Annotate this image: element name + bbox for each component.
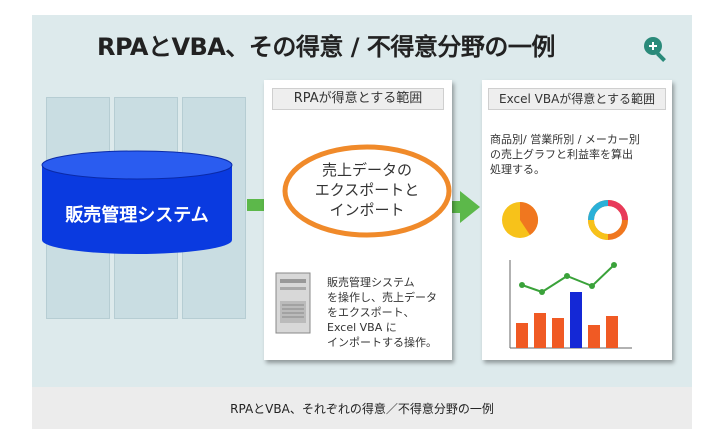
- rpa-bubble-text: 売上データの エクスポートと インポート: [287, 160, 447, 220]
- database-top: [41, 150, 233, 180]
- database-bottom: [42, 226, 232, 254]
- database-label: 販売管理システム: [65, 205, 209, 226]
- rpa-description: 販売管理システム を操作し、売上データ をエクスポート、 Excel VBA に…: [327, 275, 451, 350]
- rpa-heading: RPAが得意とする範囲: [272, 88, 444, 110]
- figure-title: RPAとVBA、その得意 / 不得意分野の一例: [97, 33, 555, 61]
- vba-description-line: 商品別/ 営業所別 / メーカー別: [490, 133, 640, 146]
- vba-heading: Excel VBAが得意とする範囲: [488, 88, 666, 110]
- bubble-line: エクスポートと: [314, 181, 420, 199]
- vba-description: 商品別/ 営業所別 / メーカー別 の売上グラフと利益率を算出 処理する。: [490, 132, 670, 177]
- zoom-in-icon[interactable]: [640, 33, 670, 63]
- vba-panel: Excel VBAが得意とする範囲 商品別/ 営業所別 / メーカー別 の売上グ…: [482, 80, 672, 360]
- server-tower-icon: [275, 272, 311, 334]
- rpa-description-line: をエクスポート、: [327, 306, 415, 319]
- figure-caption: RPAとVBA、それぞれの得意／不得意分野の一例: [230, 402, 494, 416]
- arrow-to-vba: [447, 191, 480, 223]
- rpa-description-line: インポートする操作。: [327, 336, 437, 349]
- rpa-description-line: Excel VBA に: [327, 321, 397, 334]
- rpa-description-line: 販売管理システム: [327, 276, 415, 289]
- bar: [588, 325, 600, 348]
- bar: [534, 313, 546, 348]
- bar: [552, 318, 564, 348]
- bubble-line: インポート: [329, 201, 405, 219]
- diagram-shapes: [41, 150, 480, 254]
- vba-description-line: 処理する。: [490, 163, 545, 176]
- rpa-bubble-oval: [282, 144, 452, 238]
- vba-charts-illustration: [502, 200, 632, 349]
- bubble-line: 売上データの: [321, 161, 412, 179]
- bar: [516, 323, 528, 348]
- bar: [606, 316, 618, 348]
- bar-highlight: [570, 292, 582, 348]
- caption-bar: RPAとVBA、それぞれの得意／不得意分野の一例: [32, 387, 692, 429]
- rpa-description-line: を操作し、売上データ: [327, 291, 437, 304]
- vba-description-line: の売上グラフと利益率を算出: [490, 148, 633, 161]
- figure-panel: RPAとVBA、その得意 / 不得意分野の一例 販売管理システム RPAが得意と…: [32, 15, 692, 387]
